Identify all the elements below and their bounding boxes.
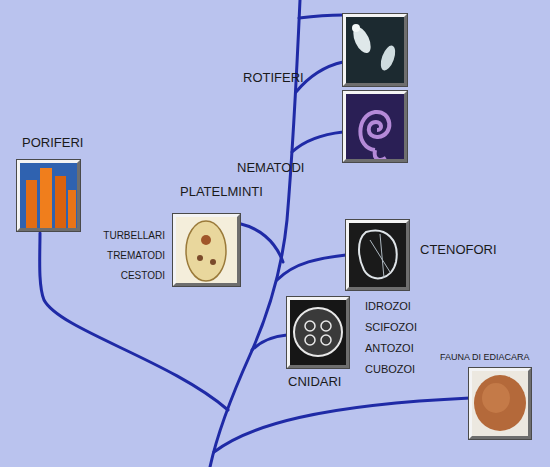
fossil-figure [482,383,510,413]
taxon-label: NEMATODI [237,160,304,176]
ctenophore-figure [359,231,397,279]
taxon-label: ROTIFERI [243,70,304,86]
branch-platelminti [241,224,283,262]
taxon-label: PLATELMINTI [180,184,263,200]
branch-ediacara [214,398,470,452]
subgroup-list: IDROZOI SCIFOZOI ANTOZOI CUBOZOI [365,296,427,380]
photo-bg [469,368,531,439]
photo-bg [287,297,349,368]
nematode-figure [360,112,389,160]
flatworm-figure [201,235,211,245]
flatworm-figure [210,259,216,265]
taxon-label: FAUNA DI EDIACARA [440,351,530,363]
photo-bg [343,14,407,86]
photo-bg [173,214,240,286]
sponge-figure [26,180,37,228]
taxon-label: CTENOFORI [420,242,497,258]
photo-frame: CNIDARIIDROZOI SCIFOZOI ANTOZOI CUBOZOI [287,297,349,368]
subgroup-list: TURBELLARI TREMATODI CESTODI [91,226,165,286]
flatworm-figure [186,221,226,281]
sponge-figure [40,168,52,228]
jellyfish-figure [305,335,315,345]
jellyfish-figure [321,321,331,331]
taxon-label: PORIFERI [22,135,83,151]
jellyfish-figure [305,321,315,331]
photo-frame: NEMATODI [343,91,407,162]
photo-bg [346,220,409,290]
sponge-figure [68,190,76,228]
rotifer-figure [378,44,398,73]
photo-bg [343,91,407,162]
photo-bg [17,160,80,231]
rotifer-figure [352,24,360,32]
ctenophore-figure [370,234,390,278]
photo-frame: ROTIFERI [343,14,407,86]
jellyfish-figure [294,308,342,356]
photo-frame: PORIFERI [17,160,80,231]
flatworm-figure [197,255,203,261]
photo-frame: CTENOFORI [346,220,409,290]
branch-nematodi [292,132,343,152]
photo-frame: FAUNA DI EDIACARA [469,368,531,439]
fossil-figure [474,375,526,431]
branch-ctenofori [277,255,346,280]
photo-frame: PLATELMINTITURBELLARI TREMATODI CESTODI [173,214,240,286]
taxon-label: CNIDARI [288,374,341,390]
jellyfish-figure [321,335,331,345]
branch-top [299,15,343,18]
sponge-figure [55,176,66,228]
branch-cnidari [252,335,287,350]
rotifer-figure [350,24,375,55]
